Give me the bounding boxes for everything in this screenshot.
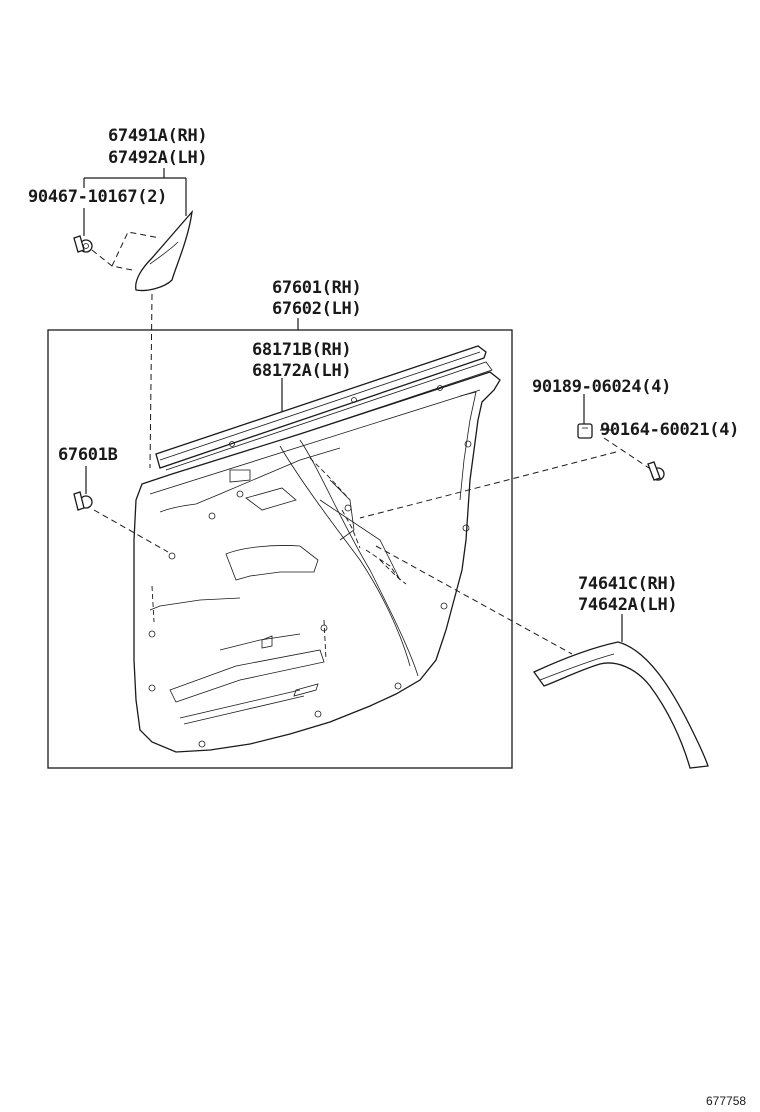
panel-rh-label: 67601(RH) — [272, 278, 362, 298]
garnish-rh-label: 74641C(RH) — [578, 574, 678, 594]
weatherstrip-part — [155, 345, 493, 479]
weatherstrip-lh-label: 68172A(LH) — [252, 361, 352, 381]
mirror-cover-leader — [83, 168, 187, 236]
nut-part — [577, 394, 593, 439]
clip-label: 67601B — [58, 445, 118, 465]
mirror-cover-lh-label: 67492A(LH) — [108, 148, 208, 168]
door-panel-part — [133, 371, 501, 753]
panel-lh-label: 67602(LH) — [272, 299, 362, 319]
screw-label: 90164-60021(4) — [600, 420, 740, 440]
nut-label: 90189-06024(4) — [532, 377, 672, 397]
weatherstrip-rh-label: 68171B(RH) — [252, 340, 352, 360]
clip-part — [73, 466, 169, 553]
reference-number: 677758 — [706, 1094, 747, 1108]
panel-frame — [47, 329, 513, 769]
garnish-part — [375, 545, 709, 769]
mirror-screw-part — [73, 235, 93, 253]
mirror-cover-rh-label: 67491A(RH) — [108, 126, 208, 146]
screw-part — [359, 429, 665, 519]
mirror-screw-label: 90467-10167(2) — [28, 187, 168, 207]
garnish-lh-label: 74642A(LH) — [578, 595, 678, 615]
mirror-cover-part — [91, 209, 193, 292]
